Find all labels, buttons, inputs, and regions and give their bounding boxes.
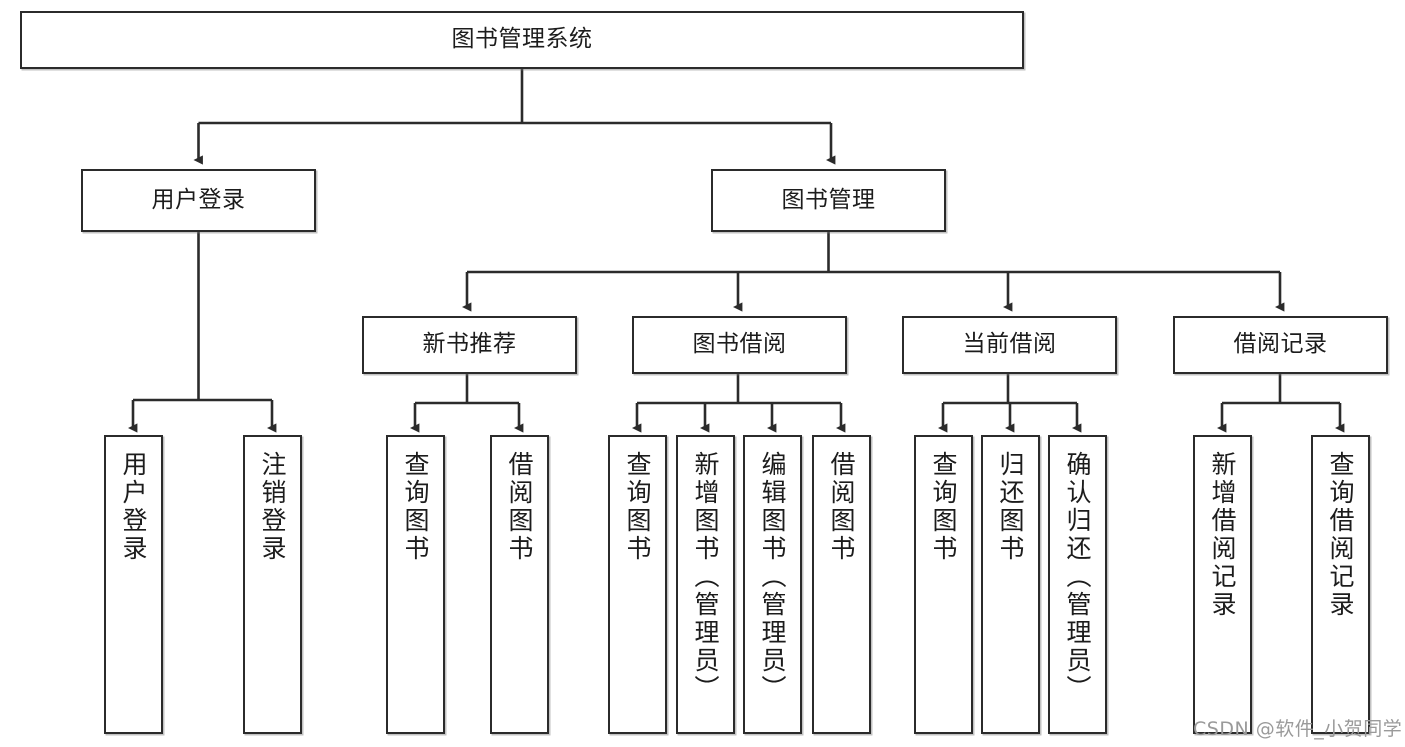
node-user-login[interactable]: 用户登录: [81, 169, 316, 232]
node-leaf-query-record[interactable]: 查询借阅记录: [1311, 435, 1370, 734]
node-current-borrow-label: 当前借阅: [962, 331, 1057, 358]
node-leaf-return-book[interactable]: 归还图书: [981, 435, 1040, 734]
node-leaf-query-book-2[interactable]: 查询图书: [608, 435, 667, 734]
node-leaf-query-book-1-label: 查询图书: [401, 451, 430, 563]
node-book-management[interactable]: 图书管理: [711, 169, 946, 232]
node-leaf-borrow-book-2-label: 借阅图书: [827, 451, 856, 563]
node-leaf-logout-login[interactable]: 注销登录: [243, 435, 302, 734]
node-leaf-query-book-3-label: 查询图书: [929, 451, 958, 563]
node-book-borrow-label: 图书借阅: [692, 331, 787, 358]
node-leaf-logout-login-label: 注销登录: [258, 451, 287, 563]
node-root-label: 图书管理系统: [451, 26, 593, 53]
node-leaf-edit-book[interactable]: 编辑图书（管理员）: [743, 435, 802, 734]
node-leaf-add-record[interactable]: 新增借阅记录: [1193, 435, 1252, 734]
node-leaf-query-book-3[interactable]: 查询图书: [914, 435, 973, 734]
node-leaf-add-record-label: 新增借阅记录: [1208, 451, 1237, 619]
node-book-borrow[interactable]: 图书借阅: [632, 316, 847, 374]
node-leaf-user-login-label: 用户登录: [119, 451, 148, 563]
node-borrow-record[interactable]: 借阅记录: [1173, 316, 1388, 374]
node-current-borrow[interactable]: 当前借阅: [902, 316, 1117, 374]
node-leaf-add-book[interactable]: 新增图书（管理员）: [676, 435, 735, 734]
node-leaf-edit-book-label: 编辑图书（管理员）: [758, 451, 787, 703]
node-leaf-borrow-book-1-label: 借阅图书: [505, 451, 534, 563]
node-leaf-query-record-label: 查询借阅记录: [1326, 451, 1355, 619]
node-leaf-user-login[interactable]: 用户登录: [104, 435, 163, 734]
node-user-login-label: 用户登录: [151, 186, 246, 213]
node-leaf-return-book-label: 归还图书: [996, 451, 1025, 563]
node-leaf-borrow-book-2[interactable]: 借阅图书: [812, 435, 871, 734]
node-leaf-query-book-2-label: 查询图书: [623, 451, 652, 563]
node-leaf-confirm-return-label: 确认归还（管理员）: [1063, 451, 1092, 703]
watermark-text: CSDN @软件_小贺同学: [1193, 718, 1403, 740]
node-new-book-recommend[interactable]: 新书推荐: [362, 316, 577, 374]
node-borrow-record-label: 借阅记录: [1233, 331, 1328, 358]
node-leaf-borrow-book-1[interactable]: 借阅图书: [490, 435, 549, 734]
node-new-book-recommend-label: 新书推荐: [422, 331, 517, 358]
node-root[interactable]: 图书管理系统: [20, 11, 1024, 69]
node-book-management-label: 图书管理: [781, 186, 876, 213]
node-leaf-confirm-return[interactable]: 确认归还（管理员）: [1048, 435, 1107, 734]
node-leaf-query-book-1[interactable]: 查询图书: [386, 435, 445, 734]
node-leaf-add-book-label: 新增图书（管理员）: [691, 451, 720, 703]
